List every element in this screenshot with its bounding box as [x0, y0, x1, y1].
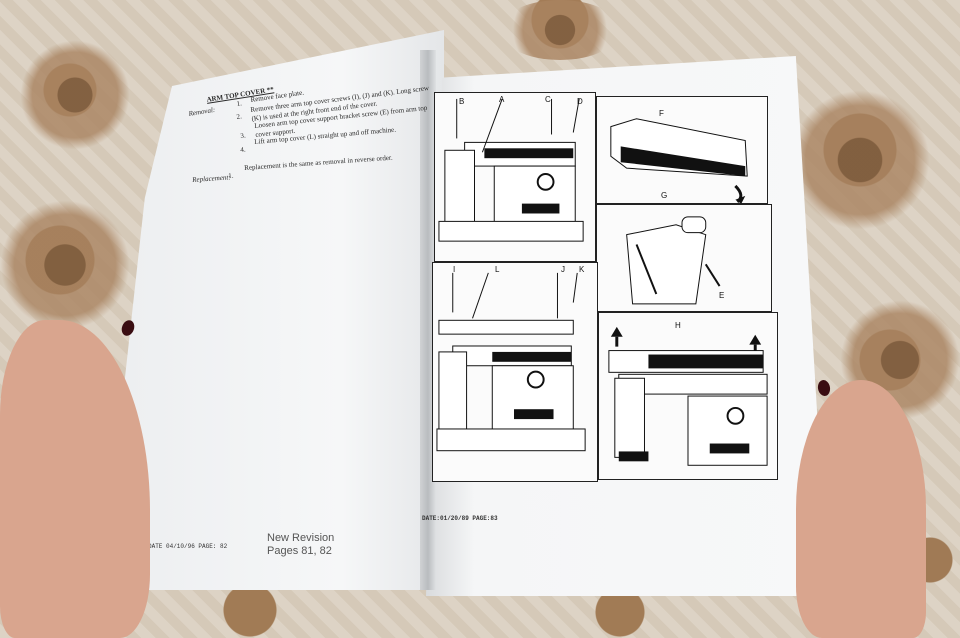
cloth-flower — [790, 90, 930, 230]
sewing-machine-cover-illustration — [436, 272, 586, 452]
callout-label: C — [545, 95, 551, 104]
step-number: 1. — [228, 171, 234, 180]
revision-note-line1: New Revision — [267, 532, 335, 544]
callout-label: K — [579, 265, 585, 274]
sewing-machine-illustration — [438, 98, 584, 242]
cloth-flower — [500, 0, 620, 60]
step-number: 4. — [240, 145, 246, 154]
step-number: 1. — [236, 99, 243, 108]
callout-label: F — [659, 109, 664, 118]
callout-label: I — [453, 265, 456, 274]
diagram-panel-bottom-left: I L J K — [432, 262, 598, 482]
callout-label: D — [577, 97, 583, 106]
left-page-footer: DATE 04/10/96 PAGE: 82 — [148, 543, 228, 550]
right-hand — [796, 380, 926, 638]
diagram-panel-mid-right: E — [596, 204, 772, 312]
diagram-panel-top-right: F G — [596, 96, 768, 204]
step-number: 3. — [240, 131, 247, 140]
diagram-panel-top-left: B A C D — [434, 92, 596, 262]
callout-label: E — [719, 291, 725, 300]
diagram-panel-bottom-right: H — [598, 312, 778, 480]
step-number: 2. — [236, 112, 243, 121]
arm-cover-illustration — [610, 118, 748, 204]
callout-label: A — [499, 95, 505, 104]
cover-lift-illustration — [608, 326, 768, 466]
callout-label: B — [459, 97, 465, 106]
callout-label: H — [675, 321, 681, 330]
callout-label: L — [495, 265, 500, 274]
callout-label: J — [561, 265, 565, 274]
revision-note-line2: Pages 81, 82 — [267, 545, 332, 557]
cloth-flower — [0, 200, 130, 330]
cloth-flower — [20, 40, 130, 150]
bracket-illustration — [626, 216, 721, 305]
right-page-footer: DATE:01/20/89 PAGE:83 — [422, 515, 498, 522]
callout-label: G — [661, 191, 668, 200]
